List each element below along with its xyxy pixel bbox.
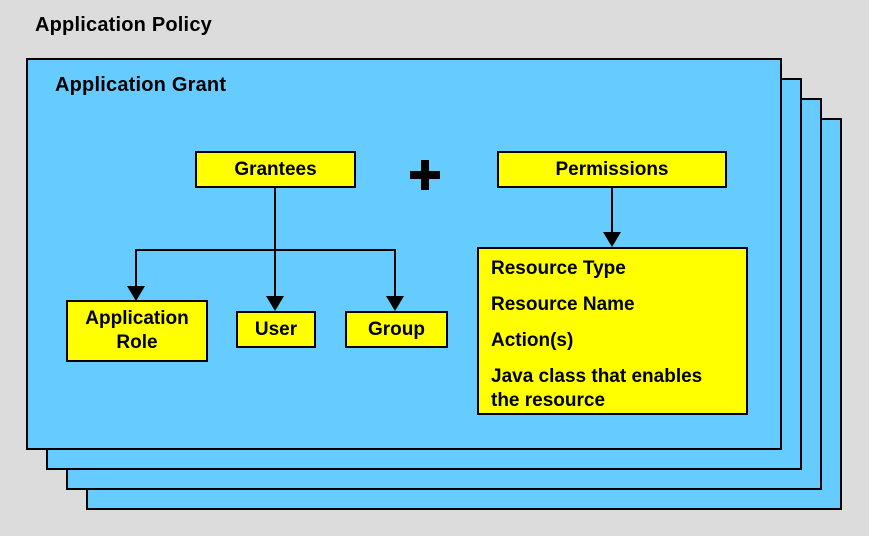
- permission-details-box: Resource Type Resource Name Action(s) Ja…: [477, 247, 748, 415]
- permissions-label: Permissions: [555, 158, 669, 180]
- permission-detail-java-class: Java class that enables the resource: [491, 366, 703, 411]
- application-policy-title: Application Policy: [35, 14, 212, 36]
- plus-icon: [405, 155, 445, 195]
- permission-detail-resource-type: Resource Type: [491, 258, 626, 279]
- application-role-node: Application Role: [66, 300, 208, 362]
- permission-detail-actions: Action(s): [491, 330, 574, 351]
- connector-permissions-drop: [611, 188, 613, 233]
- permissions-node: Permissions: [497, 151, 727, 188]
- group-label: Group: [368, 318, 425, 340]
- connector-application-role-drop: [135, 249, 137, 288]
- arrowhead-application-role: [127, 286, 145, 301]
- connector-grantees-branch: [135, 249, 396, 251]
- connector-group-drop: [394, 249, 396, 297]
- arrowhead-group: [386, 296, 404, 311]
- connector-user-drop: [274, 249, 276, 297]
- connector-grantees-stem: [274, 188, 276, 250]
- user-node: User: [236, 311, 316, 348]
- arrowhead-user: [266, 296, 284, 311]
- group-node: Group: [345, 311, 448, 348]
- permission-detail-resource-name: Resource Name: [491, 294, 635, 315]
- grantees-node: Grantees: [195, 151, 356, 188]
- arrowhead-permissions: [603, 232, 621, 247]
- application-role-label: Application Role: [85, 308, 189, 353]
- application-grant-title: Application Grant: [55, 74, 227, 96]
- grantees-label: Grantees: [234, 158, 317, 180]
- user-label: User: [254, 318, 298, 340]
- application-grant-card: Application Grant Grantees Permissions A…: [26, 58, 782, 450]
- plus-icon-vertical-bar: [421, 160, 429, 190]
